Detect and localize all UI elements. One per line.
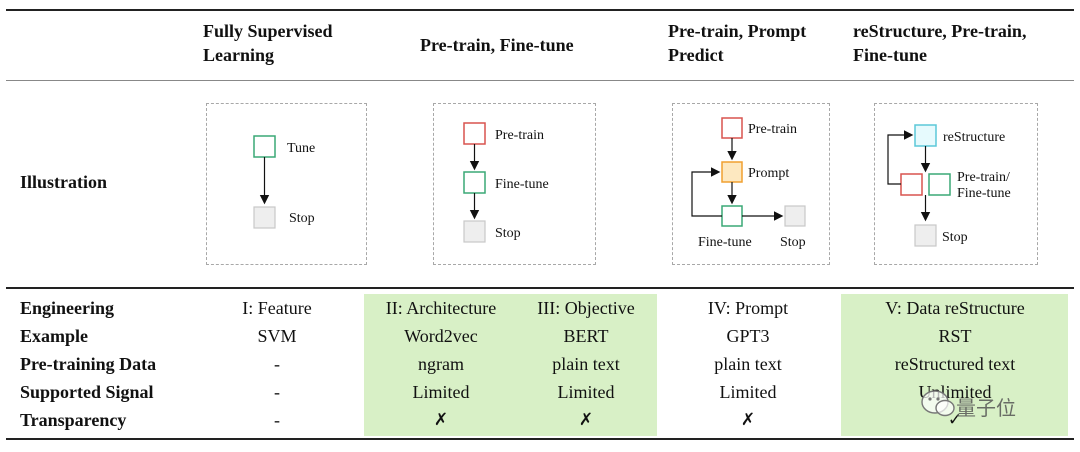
highlight-restructure	[841, 294, 1068, 436]
header-restructure: reStructure, Pre-train, Fine-tune	[853, 19, 1026, 67]
stop-label: Stop	[495, 226, 521, 241]
cell-c2a-data: ngram	[418, 354, 464, 374]
prompt-box	[721, 161, 743, 183]
row-label-supported-signal: Supported Signal	[20, 382, 154, 402]
finetune-label: Fine-tune	[957, 186, 1011, 201]
cell-c2b-data: plain text	[552, 354, 620, 374]
pretrain-label: Pre-train	[748, 122, 797, 137]
pretrain-box	[900, 173, 923, 196]
finetune-label: Fine-tune	[698, 235, 752, 250]
row-label-engineering: Engineering	[20, 298, 115, 318]
cell-c2a-transparency: ✗	[433, 410, 449, 430]
finetune-box	[928, 173, 951, 196]
cell-c4-example: RST	[938, 326, 972, 346]
cell-c1-data: -	[274, 354, 280, 374]
top-rule	[6, 9, 1074, 11]
panel-restructure: reStructure Pre-train/ Fine-tune Stop	[874, 103, 1038, 265]
header-line: Learning	[203, 45, 275, 65]
diagram-pretrain-finetune: Pre-train Fine-tune Stop	[463, 122, 549, 243]
cell-c2a-engineering: II: Architecture	[385, 298, 497, 318]
cell-c4-engineering: V: Data reStructure	[885, 298, 1025, 318]
cell-c2b-engineering: III: Objective	[537, 298, 635, 318]
panel-pretrain-prompt: Pre-train Prompt Fine-tune Stop	[672, 103, 830, 265]
stop-label: Stop	[780, 235, 806, 250]
cell-c4-data: reStructured text	[894, 354, 1016, 374]
header-line: Fine-tune	[853, 45, 927, 65]
row-label-example: Example	[20, 326, 89, 346]
diagram-restructure: reStructure Pre-train/ Fine-tune Stop	[887, 124, 1011, 247]
illustration-label: Illustration	[20, 172, 108, 192]
stop-box	[914, 224, 937, 247]
header-line: Pre-train, Prompt	[668, 21, 807, 41]
finetune-box	[463, 171, 486, 194]
cell-c1-signal: -	[274, 382, 280, 402]
cell-c4-transparency: ✓	[947, 410, 963, 430]
mid-rule	[6, 287, 1074, 289]
cell-c1-transparency: -	[274, 410, 280, 430]
header-pretrain-prompt: Pre-train, Prompt Predict	[668, 19, 806, 67]
row-label-pretraining-data: Pre-training Data	[20, 354, 157, 374]
finetune-label: Fine-tune	[495, 177, 549, 192]
restructure-label: reStructure	[943, 130, 1005, 145]
panel-pretrain-finetune: Pre-train Fine-tune Stop	[433, 103, 596, 265]
diagram-pretrain-prompt: Pre-train Prompt Fine-tune Stop	[691, 117, 806, 250]
stop-box	[784, 205, 806, 227]
loop-arrow	[691, 167, 722, 217]
header-fully-supervised: Fully Supervised Learning	[203, 19, 333, 67]
header-rule	[6, 80, 1074, 81]
panel-fully-supervised: Tune Stop	[206, 103, 367, 265]
cell-c3-example: GPT3	[726, 326, 770, 346]
finetune-box	[721, 205, 743, 227]
pretrain-label: Pre-train/	[957, 170, 1010, 185]
stop-label: Stop	[942, 230, 968, 245]
cell-c2b-signal: Limited	[557, 382, 615, 402]
cell-c3-engineering: IV: Prompt	[707, 298, 789, 318]
row-label-transparency: Transparency	[20, 410, 127, 430]
prompt-label: Prompt	[748, 166, 789, 181]
stop-label: Stop	[289, 211, 315, 226]
header-line: Pre-train, Fine-tune	[420, 35, 574, 55]
header-line: Predict	[668, 45, 724, 65]
highlight-pretrain-finetune	[364, 294, 657, 436]
bottom-rule	[6, 438, 1074, 440]
restructure-box	[914, 124, 937, 147]
header-pretrain-finetune: Pre-train, Fine-tune	[420, 33, 574, 57]
cell-c1-example: SVM	[257, 326, 297, 346]
cell-c2a-signal: Limited	[412, 382, 470, 402]
cell-c1-engineering: I: Feature	[242, 298, 312, 318]
tune-box	[253, 135, 276, 158]
cell-c3-data: plain text	[714, 354, 782, 374]
loop-arrow	[887, 130, 914, 185]
pretrain-box	[463, 122, 486, 145]
pretrain-box	[721, 117, 743, 139]
watermark-text: 量子位	[956, 396, 1016, 420]
stop-box	[253, 206, 276, 229]
stop-box	[463, 220, 486, 243]
header-line: reStructure, Pre-train,	[853, 21, 1027, 41]
cell-c2b-example: BERT	[563, 326, 609, 346]
wechat-logo-icon	[921, 390, 955, 417]
pretrain-label: Pre-train	[495, 128, 544, 143]
cell-c3-transparency: ✗	[740, 410, 756, 430]
cell-c3-signal: Limited	[719, 382, 777, 402]
header-line: Fully Supervised	[203, 21, 333, 41]
tune-label: Tune	[287, 141, 315, 156]
diagram-fully-supervised: Tune Stop	[253, 135, 315, 229]
cell-c2a-example: Word2vec	[404, 326, 478, 346]
cell-c2b-transparency: ✗	[578, 410, 594, 430]
